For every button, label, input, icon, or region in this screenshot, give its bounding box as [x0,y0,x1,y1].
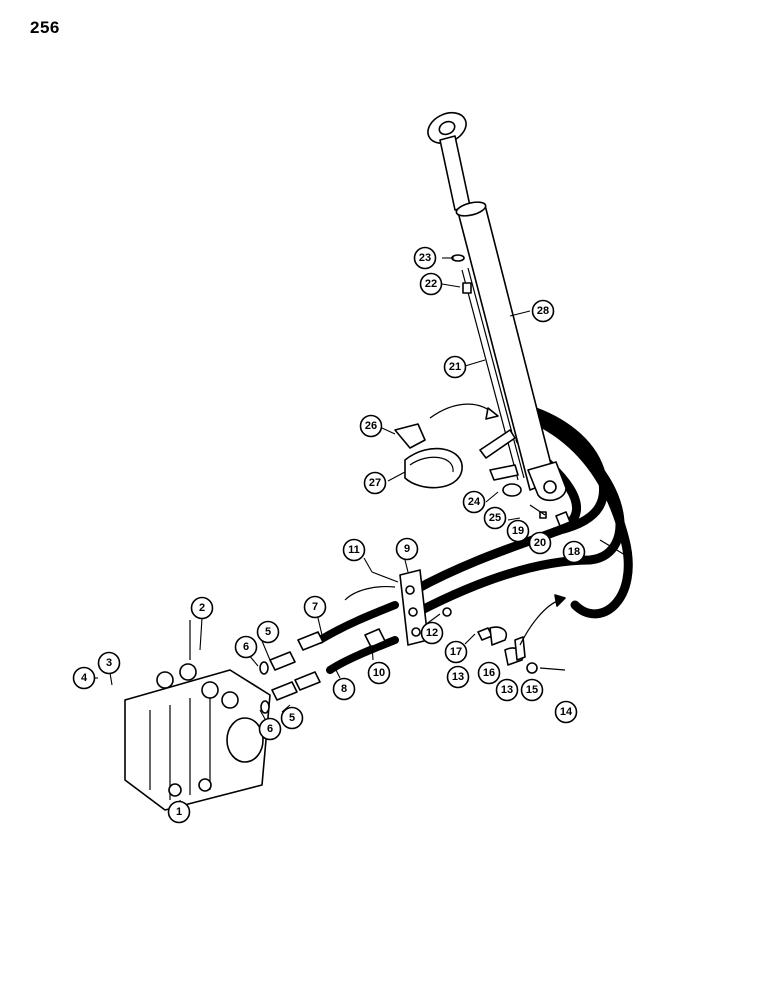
callout-21: 21 [443,355,467,379]
callout-12: 12 [420,621,444,645]
callout-13b: 13 [495,678,519,702]
svg-text:6: 6 [243,641,249,653]
control-valve [124,620,271,811]
manifold-block [371,569,452,646]
callout-4: 4 [72,666,96,690]
svg-text:23: 23 [419,252,431,264]
svg-text:4: 4 [81,672,88,684]
svg-text:3: 3 [106,657,112,669]
callout-5b: 5 [280,706,304,730]
callout-3: 3 [97,651,121,675]
callout-1: 1 [167,800,191,824]
svg-text:5: 5 [289,712,295,724]
svg-text:6: 6 [267,723,273,735]
svg-text:14: 14 [560,706,573,718]
callout-7: 7 [303,595,327,619]
svg-text:15: 15 [526,684,538,696]
callout-22: 22 [419,272,443,296]
clamp-hardware [477,504,571,674]
svg-text:5: 5 [265,626,271,638]
svg-text:11: 11 [348,544,360,556]
callout-2: 2 [190,596,214,620]
callout-13a: 13 [446,665,470,689]
direction-arrows [344,585,566,646]
callout-24: 24 [462,490,486,514]
svg-text:13: 13 [452,671,464,683]
callout-14: 14 [554,700,578,724]
callout-27: 27 [363,471,387,495]
callout-10: 10 [367,661,391,685]
svg-text:18: 18 [568,546,580,558]
svg-text:19: 19 [512,525,524,537]
svg-text:25: 25 [489,512,501,524]
callout-11: 11 [342,538,366,562]
svg-text:2: 2 [199,602,205,614]
svg-text:21: 21 [449,361,461,373]
svg-text:8: 8 [341,683,347,695]
hydraulic-cylinder [427,111,567,502]
callout-8: 8 [332,677,356,701]
callout-26: 26 [359,414,383,438]
svg-text:20: 20 [534,537,546,549]
hose-fittings [259,628,386,714]
svg-text:13: 13 [501,684,513,696]
svg-text:26: 26 [365,420,377,432]
callout-20: 20 [528,531,552,555]
leader-lines [94,257,531,813]
hose-assembly [316,405,633,674]
callout-17: 17 [444,640,468,664]
svg-text:10: 10 [373,667,385,679]
svg-text:12: 12 [426,627,438,639]
svg-text:7: 7 [312,601,318,613]
svg-text:27: 27 [369,477,381,489]
callout-23: 23 [413,246,437,270]
callout-15: 15 [520,678,544,702]
page-number: 256 [30,18,60,37]
svg-text:9: 9 [404,543,410,555]
callout-5a: 5 [256,620,280,644]
svg-text:16: 16 [483,667,495,679]
callout-19: 19 [506,519,530,543]
svg-text:1: 1 [176,806,182,818]
svg-text:24: 24 [468,496,481,508]
callout-6a: 6 [234,635,258,659]
callout-9: 9 [395,537,419,561]
callout-6b: 6 [258,717,282,741]
callout-18: 18 [562,540,586,564]
svg-text:22: 22 [425,278,437,290]
svg-text:17: 17 [450,646,462,658]
callout-16: 16 [477,661,501,685]
hose-clamps [394,403,499,489]
callout-25: 25 [483,506,507,530]
callout-28: 28 [531,299,555,323]
svg-text:28: 28 [537,305,549,317]
